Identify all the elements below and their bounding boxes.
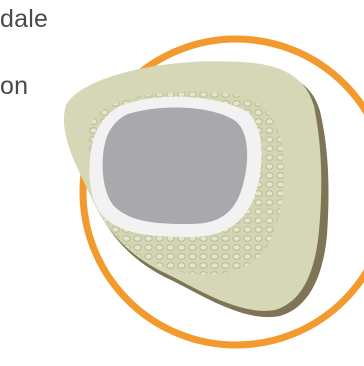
implant-core (103, 107, 248, 224)
